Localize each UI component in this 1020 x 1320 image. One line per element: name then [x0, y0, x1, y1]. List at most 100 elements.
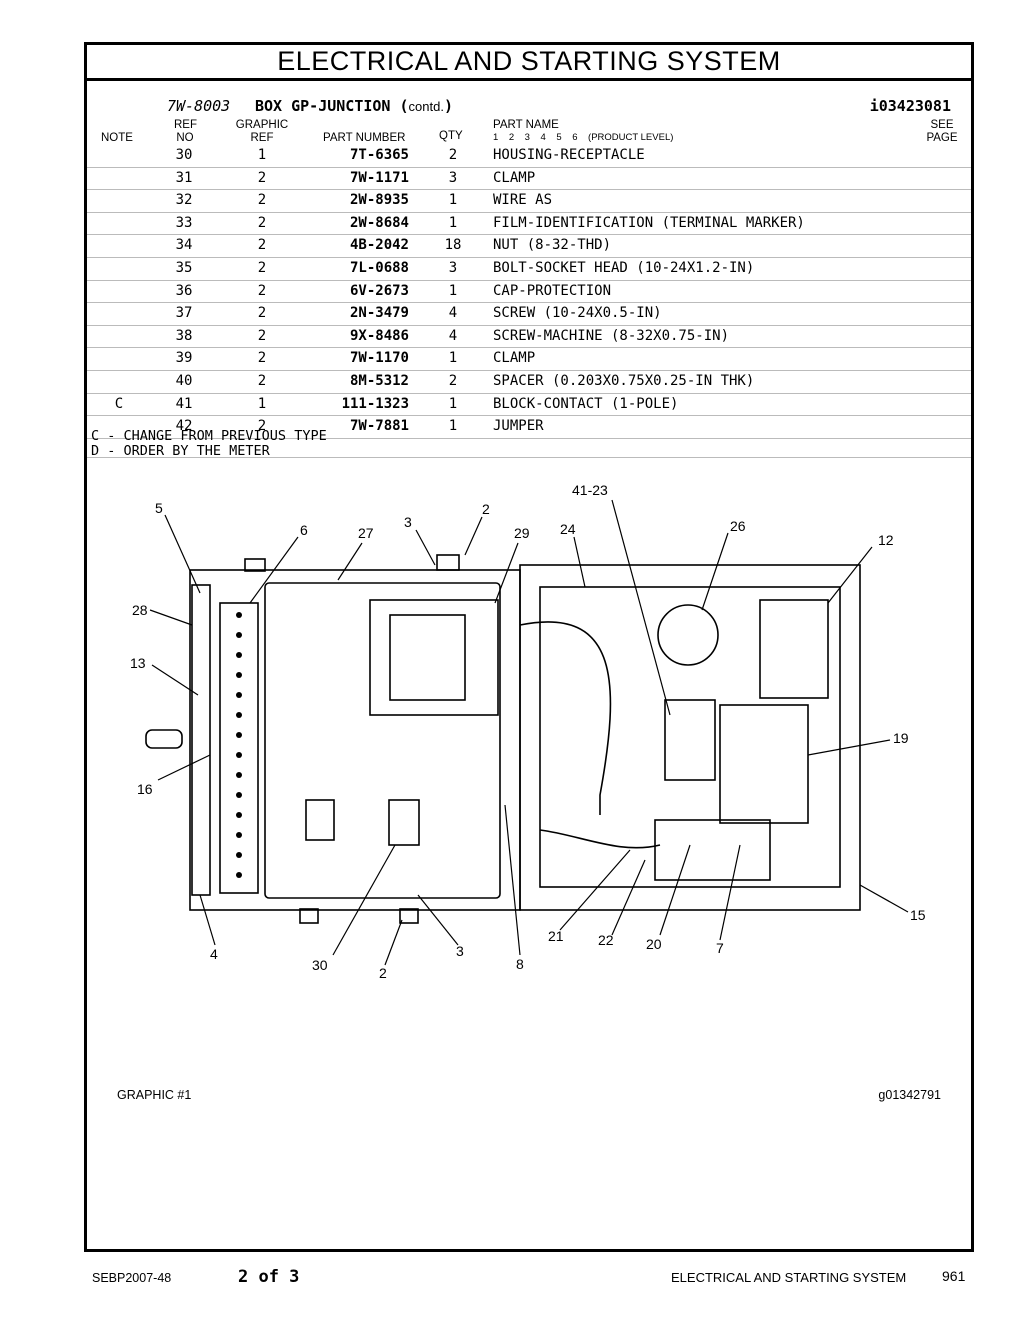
row-part-name: NUT (8-32-THD) [493, 237, 612, 254]
row-part-number: 7W-1171 [349, 169, 409, 186]
table-row: C 41 1 111-1323 1 BLOCK-CONTACT (1-POLE) [87, 394, 971, 417]
row-ref-no: 34 [175, 237, 193, 254]
row-qty: 2 [448, 372, 458, 389]
row-graphic-ref: 2 [257, 169, 267, 186]
callout-label: 16 [137, 781, 153, 797]
callout-label: 29 [514, 525, 530, 541]
row-graphic-ref: 2 [257, 282, 267, 299]
row-graphic-ref: 2 [257, 327, 267, 344]
notes-block: C - CHANGE FROM PREVIOUS TYPE D - ORDER … [91, 429, 327, 459]
callout-label: 22 [598, 932, 614, 948]
row-part-name: BLOCK-CONTACT (1-POLE) [493, 395, 679, 412]
terminal-strip-outer [191, 584, 211, 896]
row-ref-no: 39 [175, 350, 193, 367]
note-line: D - ORDER BY THE METER [91, 443, 270, 459]
junction-box-diagram: 5 6 27 3 2 29 24 41-23 26 12 28 13 16 19… [130, 482, 926, 981]
row-note: C [114, 395, 124, 412]
row-ref-no: 40 [175, 372, 193, 389]
row-part-number: 7W-1170 [349, 350, 409, 367]
callout-label: 21 [548, 928, 564, 944]
callout-labels: 5 6 27 3 2 29 24 41-23 26 12 28 13 16 19… [130, 482, 926, 981]
callout-label: 27 [358, 525, 374, 541]
page-frame: ELECTRICAL AND STARTING SYSTEM 7W-8003 B… [84, 42, 974, 1252]
row-qty: 1 [448, 282, 458, 299]
row-part-name: SCREW (10-24X0.5-IN) [493, 305, 662, 322]
round-cover [657, 604, 719, 666]
row-part-name: CLAMP [493, 350, 536, 367]
group-name-text: BOX GP-JUNCTION ( [255, 97, 409, 115]
page-of: 2 of 3 [238, 1267, 300, 1287]
col-ref-bottom: NO [176, 132, 194, 144]
row-ref-no: 42 [175, 418, 193, 435]
row-qty: 1 [448, 395, 458, 412]
row-part-name: FILM-IDENTIFICATION (TERMINAL MARKER) [493, 214, 805, 231]
row-part-name: SCREW-MACHINE (8-32X0.75-IN) [493, 327, 730, 344]
relay-block [369, 599, 499, 716]
page-title: ELECTRICAL AND STARTING SYSTEM [87, 45, 971, 81]
row-graphic-ref: 2 [257, 372, 267, 389]
group-number: 7W-8003 [167, 97, 231, 115]
row-ref-no: 41 [175, 395, 193, 412]
row-part-number: 7W-7881 [349, 418, 409, 435]
row-ref-no: 35 [175, 259, 193, 276]
row-ref-no: 30 [175, 147, 193, 163]
row-part-name: HOUSING-RECEPTACLE [493, 147, 645, 163]
row-qty: 2 [448, 147, 458, 163]
col-part-name: PART NAME [493, 119, 559, 131]
row-ref-no: 37 [175, 305, 193, 322]
row-part-number: 2N-3479 [349, 305, 409, 322]
col-graphic-top: GRAPHIC [235, 119, 289, 131]
row-part-number: 2W-8935 [349, 192, 409, 209]
right-panel [539, 586, 841, 888]
callout-label: 2 [482, 501, 490, 517]
row-ref-no: 38 [175, 327, 193, 344]
row-graphic-ref: 2 [257, 192, 267, 209]
col-note: NOTE [101, 132, 133, 144]
callout-label: 5 [155, 500, 163, 516]
right-enclosure [519, 564, 861, 911]
row-graphic-ref: 2 [257, 214, 267, 231]
footer-section: ELECTRICAL AND STARTING SYSTEM [671, 1270, 907, 1285]
row-part-number: 111-1323 [341, 395, 409, 412]
row-qty: 1 [448, 214, 458, 231]
row-graphic-ref: 1 [257, 147, 267, 163]
page-number: 961 [942, 1268, 966, 1284]
callout-label: 2 [379, 965, 387, 981]
col-see-bottom: PAGE [926, 132, 958, 144]
callout-label: 4 [210, 946, 218, 962]
graphic-id: g01342791 [878, 1088, 941, 1102]
callout-label: 15 [910, 907, 926, 923]
col-see-top: SEE [930, 119, 954, 131]
callout-label: 12 [878, 532, 894, 548]
group-name-close: ) [443, 97, 453, 115]
row-graphic-ref: 1 [257, 395, 267, 412]
callout-label: 24 [560, 521, 576, 537]
callout-label: 3 [456, 943, 464, 959]
col-qty: QTY [439, 130, 463, 142]
row-ref-no: 31 [175, 169, 193, 186]
row-part-number: 9X-8486 [349, 327, 409, 344]
row-qty: 1 [448, 350, 458, 367]
callout-label: 26 [730, 518, 746, 534]
row-part-number: 7T-6365 [349, 147, 409, 163]
row-part-number: 2W-8684 [349, 214, 409, 231]
note-line: C - CHANGE FROM PREVIOUS TYPE [91, 428, 327, 444]
col-ref-top: REF [174, 119, 197, 131]
row-part-number: 6V-2673 [349, 282, 409, 299]
row-qty: 18 [444, 237, 462, 254]
row-part-number: 7L-0688 [349, 259, 409, 276]
row-part-name: SPACER (0.203X0.75X0.25-IN THK) [493, 372, 755, 389]
row-qty: 3 [448, 169, 458, 186]
group-header: 7W-8003 BOX GP-JUNCTION (contd.) i034230… [87, 97, 971, 117]
doc-number: SEBP2007-48 [92, 1271, 172, 1285]
callout-label: 41-23 [572, 482, 608, 498]
